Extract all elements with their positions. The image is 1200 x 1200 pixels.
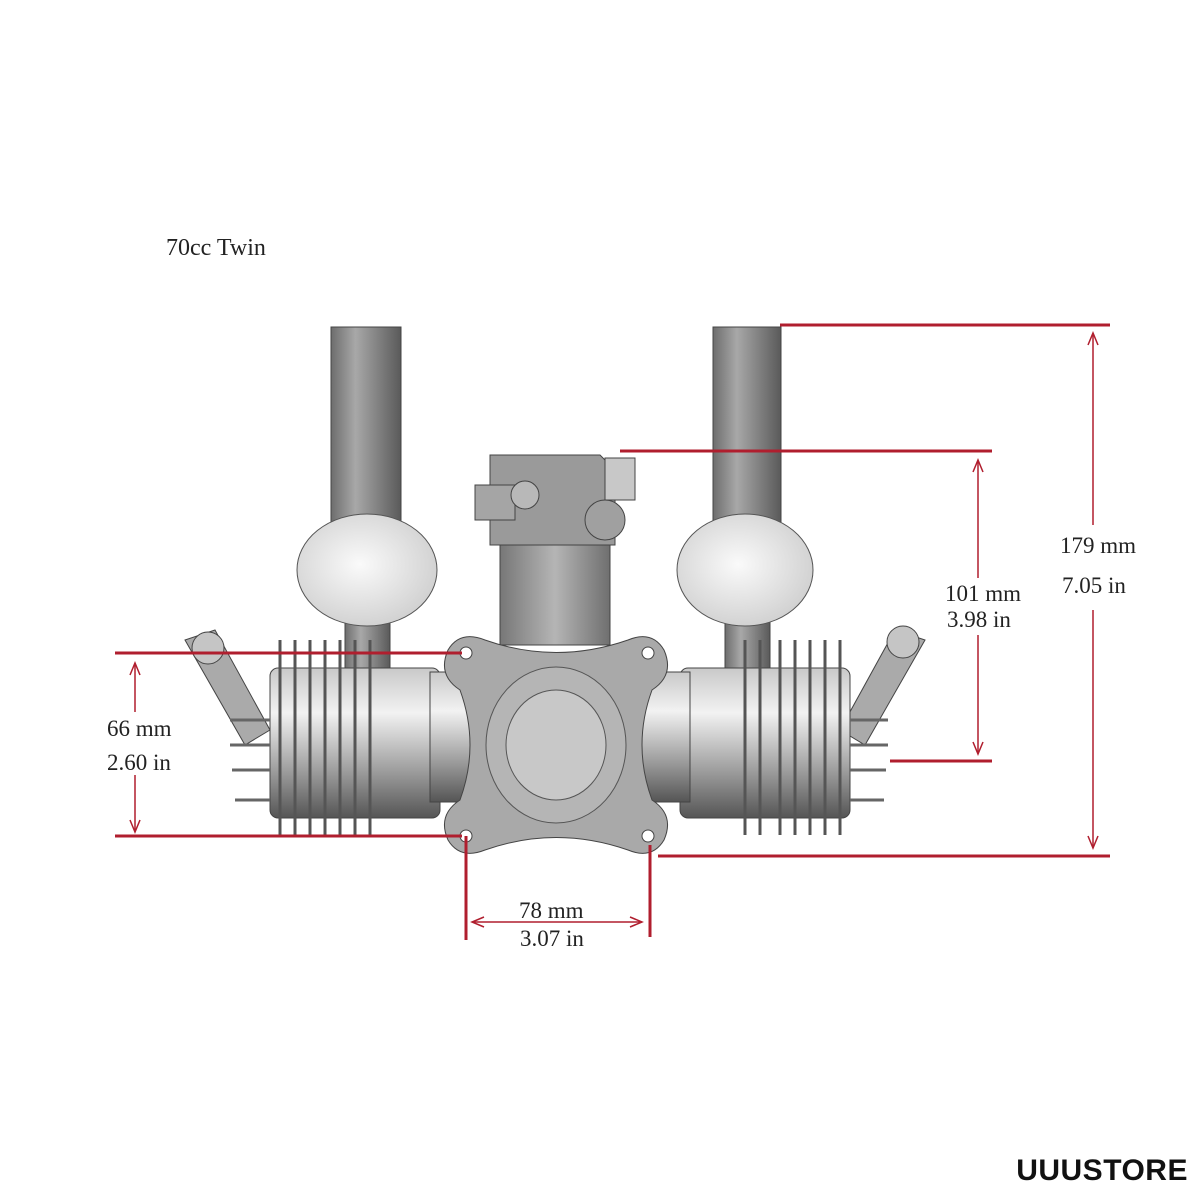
dim-66-mm: 66 mm	[107, 716, 172, 741]
dim-66-lines	[115, 651, 462, 838]
dim-179-lines	[658, 323, 1110, 858]
diagram-title: 70cc Twin	[166, 235, 266, 261]
dim-78-mm: 78 mm	[519, 898, 584, 923]
store-brand-logo: UUUSTORE	[1016, 1154, 1188, 1187]
dim-66-in: 2.60 in	[107, 750, 171, 775]
dim-101-mm: 101 mm	[945, 581, 1022, 606]
carburetor	[474, 454, 636, 646]
dim-78-lines	[464, 836, 652, 940]
cylinder-right	[679, 640, 888, 835]
dim-179-in: 7.05 in	[1062, 573, 1126, 598]
spark-plug-left	[184, 629, 271, 746]
mount-plate	[444, 636, 668, 854]
dim-101-in: 3.98 in	[947, 607, 1011, 632]
dim-78-in: 3.07 in	[520, 926, 584, 951]
cylinder-left	[230, 640, 441, 835]
dim-101-lines	[620, 449, 992, 763]
spark-plug-right	[839, 625, 926, 746]
dim-179-mm: 179 mm	[1060, 533, 1137, 558]
exhaust-pipe-left	[296, 326, 438, 671]
exhaust-pipe-right	[676, 326, 814, 671]
